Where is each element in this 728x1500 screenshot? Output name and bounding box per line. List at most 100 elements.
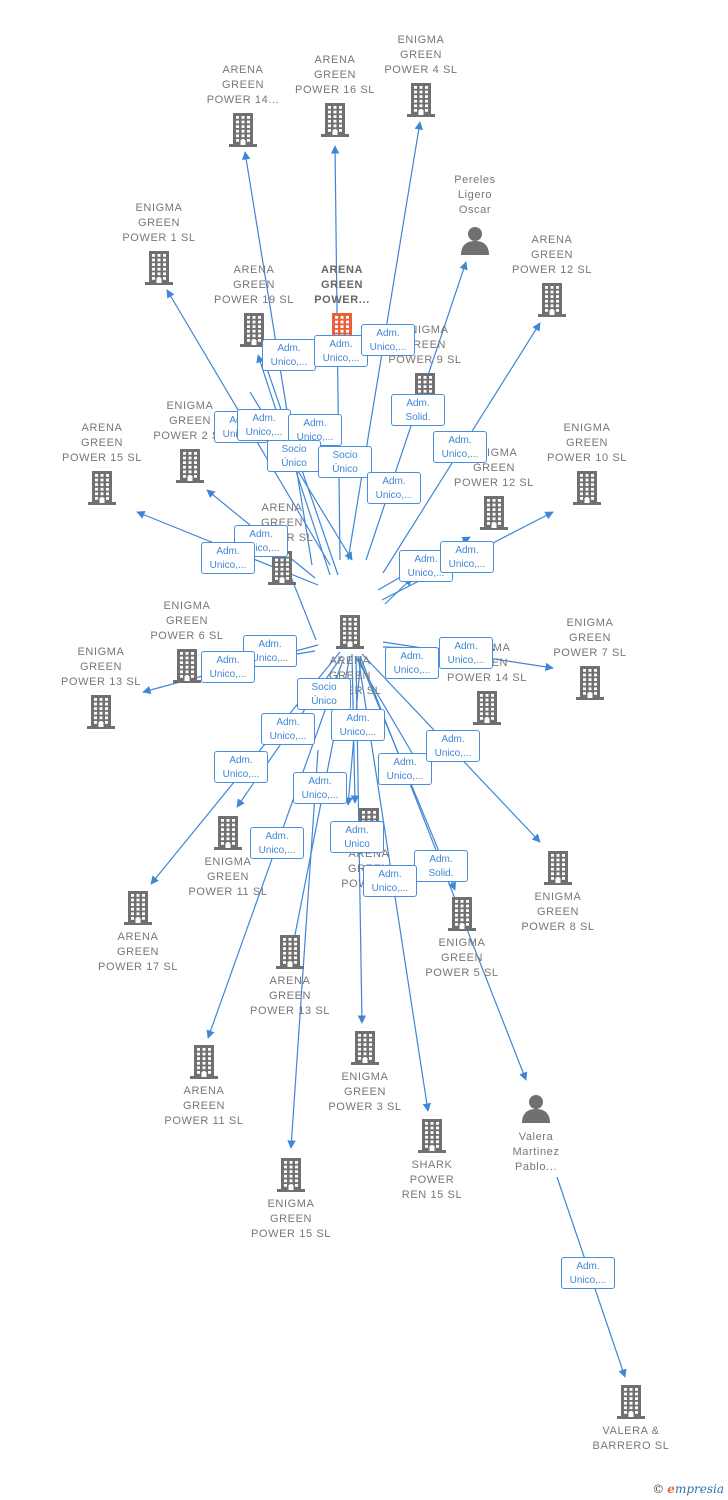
role-badge[interactable]: Adm.Unico,... xyxy=(261,713,315,745)
role-badge[interactable]: Adm.Unico,... xyxy=(237,409,291,441)
role-badge-line: Adm. xyxy=(382,476,406,487)
node-label-line: ENIGMA xyxy=(438,937,486,949)
role-badge-line: Unico,... xyxy=(209,669,247,680)
role-badge-line: Adm. xyxy=(576,1261,600,1272)
role-badge-line: Unico,... xyxy=(258,845,296,856)
role-badge-line: Adm. xyxy=(303,418,327,429)
building-icon xyxy=(240,313,268,352)
building-icon xyxy=(176,449,204,488)
role-badge-line: Unico,... xyxy=(339,727,377,738)
node-label-line: Oscar xyxy=(458,204,492,216)
role-badge-line: Adm. xyxy=(277,343,301,354)
role-badge[interactable]: Adm.Unico,... xyxy=(363,865,417,897)
role-badge[interactable]: Adm.Unico,... xyxy=(361,324,415,356)
role-badge-line: Unico,... xyxy=(447,655,485,666)
role-badge-line: Unico,... xyxy=(296,432,334,443)
building-icon xyxy=(87,695,115,734)
role-badge-line: Único xyxy=(332,464,358,475)
node-label-line: POWER 6 SL xyxy=(150,630,224,642)
role-badge-line: Adm. xyxy=(308,776,332,787)
node-label-line: GREEN xyxy=(440,952,484,964)
node-label-line: POWER xyxy=(409,1174,455,1186)
role-badge-line: Unico,... xyxy=(242,543,280,554)
edge-line xyxy=(384,577,413,605)
node-label-line: GREEN xyxy=(168,415,212,427)
role-badge[interactable]: Adm. Unico,... xyxy=(439,637,493,669)
node-label-line: GREEN xyxy=(80,437,124,449)
node-label-line: ENIGMA xyxy=(566,617,614,629)
role-badge-line: Adm. xyxy=(455,545,479,556)
role-badge[interactable]: Adm.Unico,... xyxy=(250,827,304,859)
node-label-line: ARENA xyxy=(320,264,364,276)
role-badge-line: Unico,... xyxy=(245,427,283,438)
role-badge[interactable]: Adm.Unico xyxy=(330,821,384,853)
role-badge[interactable]: Adm.Unico,... xyxy=(214,751,268,783)
role-badge-line: Unico,... xyxy=(448,559,486,570)
node-label-line: GREEN xyxy=(472,462,516,474)
node-label-line: ARENA xyxy=(269,975,311,987)
building-icon xyxy=(88,471,116,510)
node-label-line: GREEN xyxy=(530,249,574,261)
role-badge-line: Adm. xyxy=(329,339,353,350)
building-icon xyxy=(229,113,257,152)
building-icon xyxy=(573,471,601,510)
copyright-icon: © xyxy=(652,1482,665,1496)
building-icon xyxy=(145,251,173,290)
node-label-line: ENIGMA xyxy=(534,891,582,903)
node-label-line: GREEN xyxy=(221,79,265,91)
building-icon xyxy=(407,83,435,122)
role-badge[interactable]: Adm.Unico,... xyxy=(314,335,368,367)
role-badge[interactable]: Adm.Unico,... xyxy=(262,339,316,371)
role-badge[interactable]: Adm.Unico,... xyxy=(433,431,487,463)
role-badge-line: Socio xyxy=(332,450,358,461)
building-icon xyxy=(190,1045,218,1084)
role-badge[interactable]: Adm.Unico,... xyxy=(293,772,347,804)
node-label-line: ENIGMA xyxy=(267,1198,315,1210)
node-label-line: POWER 15 SL xyxy=(62,452,142,464)
node-label-line: ARENA xyxy=(222,64,264,76)
role-badge[interactable]: Adm.Unico,... xyxy=(426,730,480,762)
node-label-line: POWER 7 SL xyxy=(553,647,627,659)
role-badge[interactable]: Adm.Unico,... xyxy=(367,472,421,504)
node-label-line: POWER 4 SL xyxy=(384,64,458,76)
node-label-line: GREEN xyxy=(343,1086,387,1098)
role-badge[interactable]: Adm.Unico,... xyxy=(385,647,439,679)
role-badge-line: Unico,... xyxy=(371,883,409,894)
role-badge[interactable]: Adm. Solid. xyxy=(414,850,468,882)
role-badge-line: Adm. xyxy=(454,641,478,652)
role-badge[interactable]: Adm.Unico,... xyxy=(201,651,255,683)
node-label-line: ENIGMA xyxy=(163,600,211,612)
role-badge[interactable]: Adm.Unico,... xyxy=(201,542,255,574)
role-badge-line: Adm. xyxy=(429,854,453,865)
role-badge-line: Unico,... xyxy=(251,653,289,664)
role-badge[interactable]: Adm.Unico,... xyxy=(331,709,385,741)
role-badge-line: Unico,... xyxy=(209,560,247,571)
node-label-line: Pablo... xyxy=(514,1161,558,1173)
role-badge[interactable]: Adm.Solid. xyxy=(391,394,445,426)
role-badge-line: Unico,... xyxy=(222,769,260,780)
edge-line xyxy=(287,749,319,1149)
role-badge[interactable]: Adm.Unico,... xyxy=(561,1257,615,1289)
role-badge-line: Adm. xyxy=(441,734,465,745)
role-badge[interactable]: Adm.Unico,... xyxy=(378,753,432,785)
role-badge-line: Adm. xyxy=(414,554,438,565)
role-badge-line: Solid. xyxy=(428,868,454,879)
node-label-line: POWER 15 SL xyxy=(251,1228,331,1240)
role-badge[interactable]: Adm. Unico,... xyxy=(440,541,494,573)
node-label-line: POWER 13 SL xyxy=(250,1005,330,1017)
node-label-line: POWER 1 SL xyxy=(122,232,196,244)
node-label-line: POWER 11 SL xyxy=(188,886,268,898)
